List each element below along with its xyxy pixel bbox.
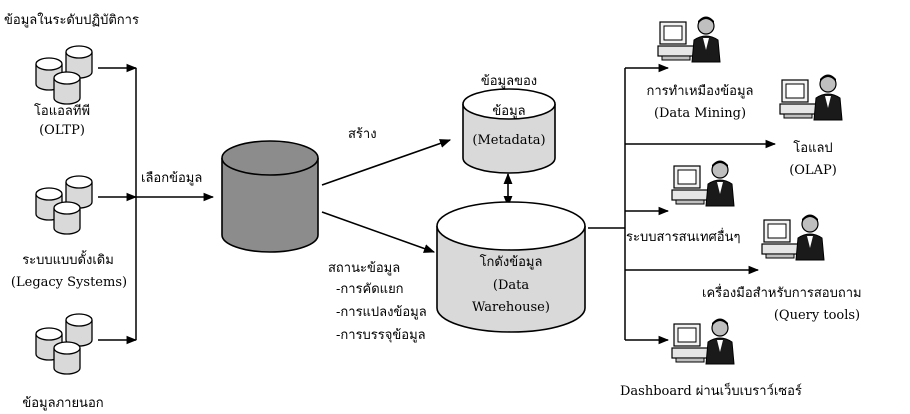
warehouse-database-icon (436, 201, 586, 333)
warehouse-label-1: โกดังข้อมูล (479, 255, 543, 270)
query-tools-label-en: (Query tools) (773, 308, 861, 323)
staging-database-icon (221, 140, 319, 253)
source-arrows (98, 63, 215, 345)
staging-label: สถานะข้อมูล (328, 261, 401, 276)
database-icon (35, 313, 93, 375)
staging-step-3: -การบรรจุข้อมูล (336, 328, 426, 343)
create-label: สร้าง (348, 127, 377, 142)
distribution-arrows (588, 63, 777, 345)
oltp-label-en: (OLTP) (39, 123, 85, 138)
oltp-label: โอแอลทีพี (33, 104, 91, 119)
staging-step-2: -การแปลงข้อมูล (336, 305, 427, 320)
metadata-label-1: ข้อมูลของ (480, 74, 538, 89)
olap-label: โอแลป (793, 141, 833, 156)
user-computer-icon (779, 73, 843, 121)
query-tools-label: เครื่องมือสำหรับการสอบถาม (702, 286, 862, 301)
external-data-label: ข้อมูลภายนอก (22, 396, 104, 411)
metadata-label-3: (Metadata) (472, 133, 546, 148)
user-computer-icon (671, 159, 735, 207)
staging-step-1: -การคัดแยก (336, 282, 404, 297)
legacy-label: ระบบแบบดั้งเดิม (22, 253, 114, 268)
warehouse-label-3: Warehouse) (472, 300, 550, 315)
metadata-database-icon (462, 88, 556, 174)
operational-data-title: ข้อมูลในระดับปฏิบัติการ (4, 13, 139, 28)
user-computer-icon (761, 213, 825, 261)
metadata-label-2: ข้อมูล (492, 104, 526, 119)
data-mining-label: การทำเหมืองข้อมูล (646, 84, 754, 99)
olap-label-en: (OLAP) (789, 163, 837, 178)
database-icon (35, 175, 93, 235)
data-mining-label-en: (Data Mining) (653, 106, 747, 121)
user-computer-icon (657, 15, 721, 63)
dashboard-label: Dashboard ผ่านเว็บเบราว์เซอร์ (620, 384, 802, 399)
select-data-label: เลือกข้อมูล (141, 171, 203, 186)
warehouse-label-2: (Data (492, 278, 530, 293)
other-is-label: ระบบสารสนเทศอื่นๆ (626, 230, 741, 245)
legacy-label-en: (Legacy Systems) (10, 275, 128, 290)
flow-arrows (321, 139, 513, 253)
database-icon (35, 45, 93, 105)
user-computer-icon (671, 317, 735, 365)
